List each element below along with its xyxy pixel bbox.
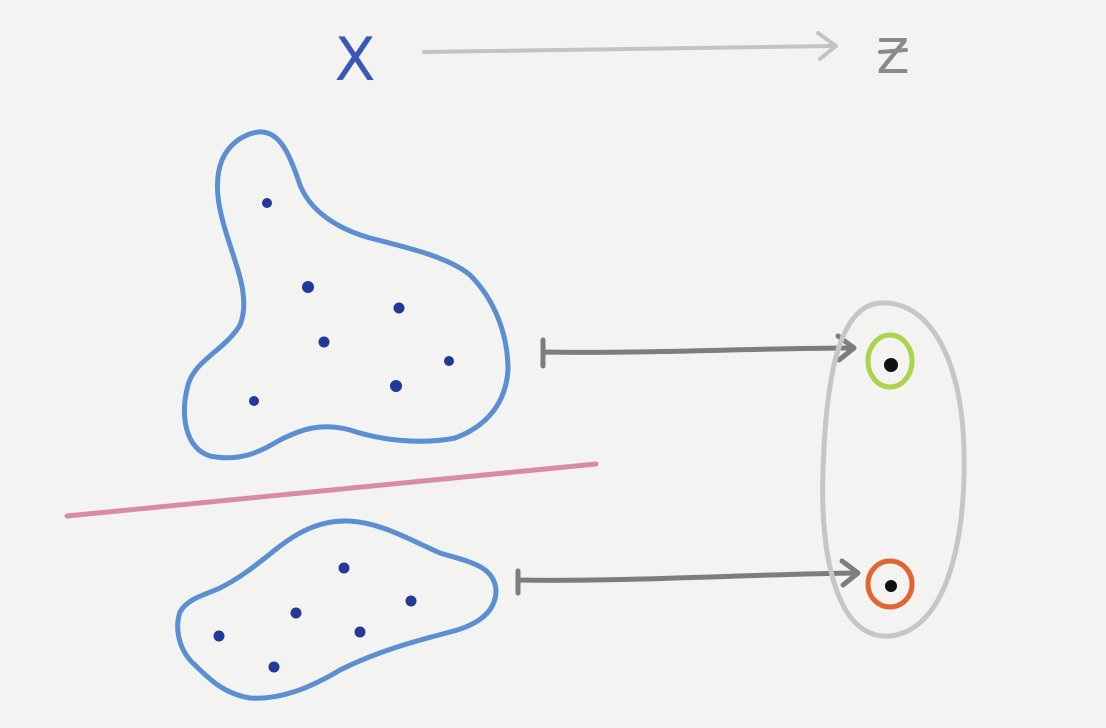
upper-cluster-points [249, 198, 454, 406]
lower-maps-to-arrowhead [839, 558, 861, 588]
top-mapping-arrowhead [816, 31, 838, 61]
data-point [213, 630, 225, 642]
data-point [249, 396, 259, 406]
z-crossbar [878, 48, 908, 54]
data-point [262, 198, 272, 208]
data-point [393, 302, 405, 314]
lower-cluster-points [213, 562, 417, 673]
class-b-target-ring [865, 558, 915, 610]
data-point [268, 661, 280, 673]
upper-maps-to-arrow [540, 337, 855, 369]
class-a-target-point [884, 358, 898, 372]
top-mapping-arrow [422, 44, 836, 54]
data-point [405, 595, 417, 607]
data-point [354, 626, 366, 638]
class-a-target-ring [865, 332, 915, 390]
class-b-target-point [885, 580, 897, 592]
data-point [290, 607, 302, 619]
data-point [390, 380, 402, 392]
data-point [338, 562, 350, 574]
lower-cluster-outline [175, 518, 499, 701]
data-point [318, 336, 330, 348]
data-point [302, 281, 314, 293]
codomain-set-outline [820, 300, 967, 639]
decision-boundary-line [64, 461, 599, 519]
codomain-label-z: Z [877, 29, 910, 85]
upper-cluster-outline [182, 129, 511, 461]
domain-label-x: X [334, 25, 375, 95]
lower-maps-to-arrow [515, 568, 859, 596]
data-point [444, 356, 454, 366]
